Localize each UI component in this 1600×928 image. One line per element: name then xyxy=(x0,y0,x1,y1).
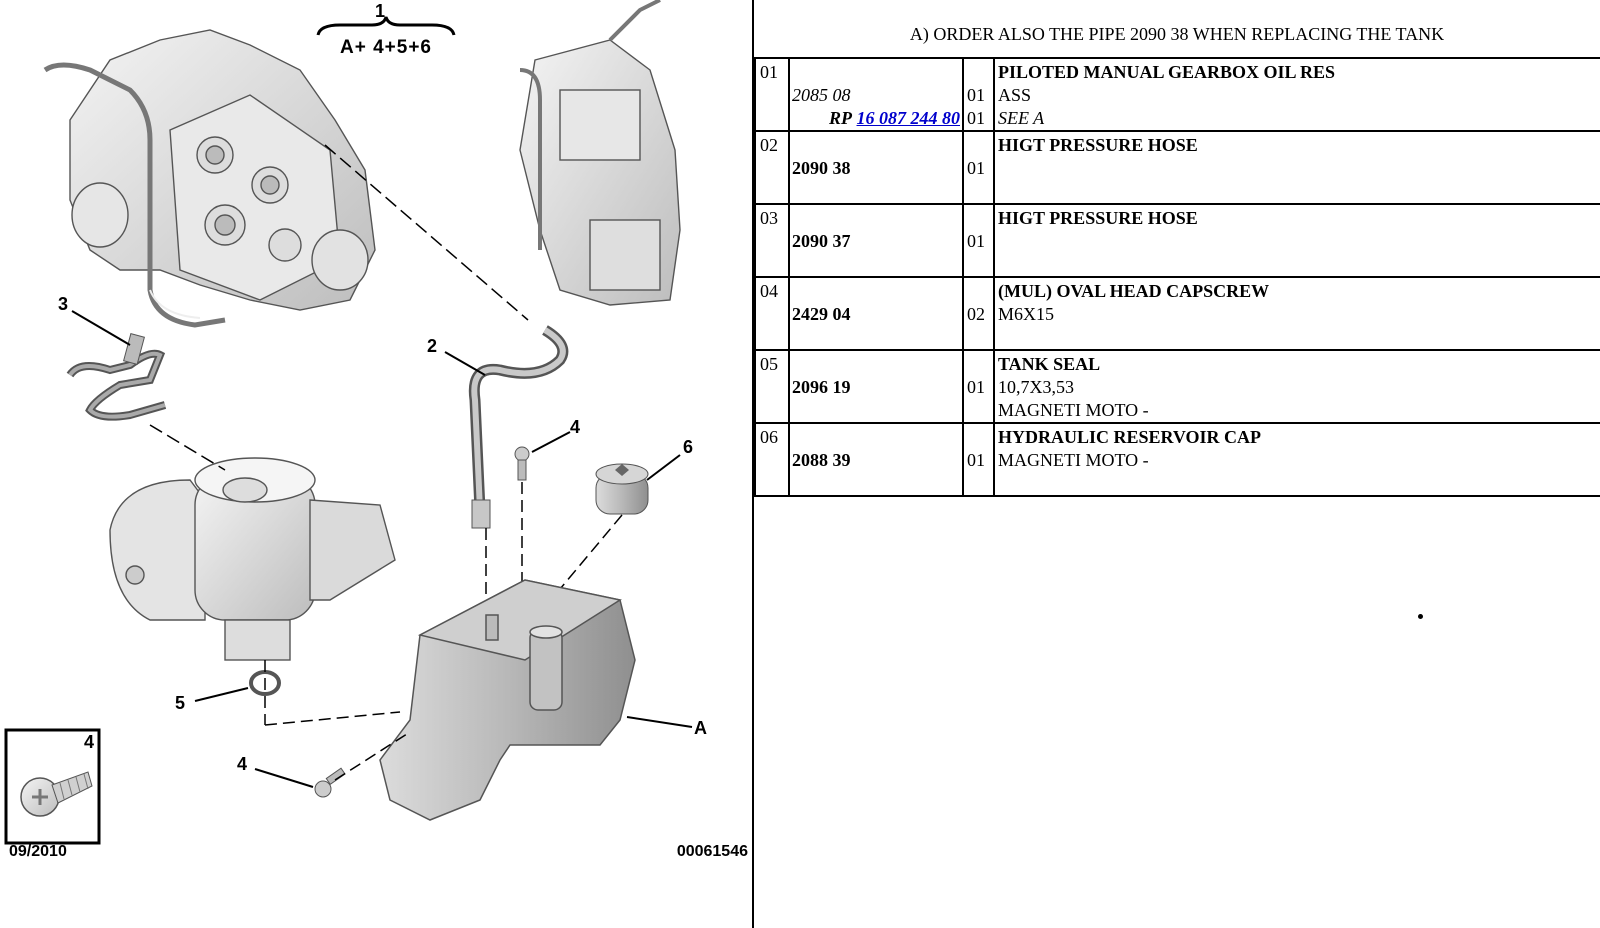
part-title: (MUL) OVAL HEAD CAPSCREW xyxy=(998,281,1270,301)
high-pressure-hose-illustration xyxy=(468,325,569,529)
part-ref: 2429 04 xyxy=(792,304,851,324)
gearbox-actuator-illustration xyxy=(43,29,376,328)
gearbox-actuator-side-illustration xyxy=(519,0,681,306)
reservoir-cap-illustration xyxy=(595,463,649,515)
capscrew-illustration xyxy=(514,446,530,481)
item-number: 01 xyxy=(760,62,778,82)
pipe-fitting-illustration xyxy=(66,333,167,421)
table-row: 05 2096 19 01 TANK SEAL 10,7X3,53 MAGNET… xyxy=(754,349,1600,424)
quantity: 01 xyxy=(967,450,985,470)
quantity: 01 xyxy=(967,85,985,105)
callout-5: 5 xyxy=(175,693,185,713)
group-brace xyxy=(316,16,456,36)
replacement-note: A) ORDER ALSO THE PIPE 2090 38 WHEN REPL… xyxy=(909,24,1445,44)
item-number: 03 xyxy=(760,208,778,228)
part-description: 10,7X3,53 xyxy=(998,377,1074,397)
diagram-date: 09/2010 xyxy=(9,843,67,860)
quantity: 01 xyxy=(967,231,985,251)
parts-exploded-diagram: 1 A+ 4+5+6 3 xyxy=(4,0,748,860)
table-row: 06 2088 39 01 HYDRAULIC RESERVOIR CAP MA… xyxy=(754,422,1600,497)
quantity: 01 xyxy=(967,377,985,397)
callout-4-top: 4 xyxy=(570,417,580,437)
item-number: 02 xyxy=(760,135,778,155)
callout-6: 6 xyxy=(683,437,693,457)
part-description-2: MAGNETI MOTO - xyxy=(998,400,1149,420)
table-row: 04 2429 04 02 (MUL) OVAL HEAD CAPSCREW M… xyxy=(754,276,1600,351)
table-row: 02 2090 38 01 HIGT PRESSURE HOSE xyxy=(754,130,1600,205)
diagram-ref-code: 00061546 xyxy=(677,843,748,860)
part-ref: 2090 38 xyxy=(792,158,851,178)
part-title: PILOTED MANUAL GEARBOX OIL RES xyxy=(998,62,1336,82)
part-title: HIGT PRESSURE HOSE xyxy=(998,135,1198,155)
callout-3: 3 xyxy=(58,294,68,314)
part-title: HIGT PRESSURE HOSE xyxy=(998,208,1198,228)
parts-list-panel: A) ORDER ALSO THE PIPE 2090 38 WHEN REPL… xyxy=(754,0,1600,928)
group-formula: A+ 4+5+6 xyxy=(340,37,432,58)
table-row: 01 2085 08 RP 16 087 244 80 01 01 PILOTE… xyxy=(754,57,1600,132)
callout-2: 2 xyxy=(427,336,437,356)
item-number: 06 xyxy=(760,427,778,447)
oil-reservoir-tank-illustration xyxy=(379,579,636,821)
group-number: 1 xyxy=(375,1,385,21)
item-number: 04 xyxy=(760,281,778,301)
part-description: ASS xyxy=(998,85,1032,105)
rp-description: SEE A xyxy=(998,108,1045,128)
rp-number-link[interactable]: 16 087 244 80 xyxy=(856,108,961,128)
part-title: TANK SEAL xyxy=(998,354,1101,374)
table-row: 03 2090 37 01 HIGT PRESSURE HOSE xyxy=(754,203,1600,278)
part-ref: 2090 37 xyxy=(792,231,851,251)
part-description: MAGNETI MOTO - xyxy=(998,450,1149,470)
part-ref: 2085 08 xyxy=(792,85,851,105)
quantity: 01 xyxy=(967,158,985,178)
panel-divider xyxy=(752,0,754,928)
part-ref: 2088 39 xyxy=(792,450,851,470)
part-ref: 2096 19 xyxy=(792,377,851,397)
parts-table: 01 2085 08 RP 16 087 244 80 01 01 PILOTE… xyxy=(754,57,1600,497)
callout-a: A xyxy=(694,718,707,738)
rp-reference: RP 16 087 244 80 xyxy=(828,108,961,128)
part-description: M6X15 xyxy=(998,304,1055,324)
inset-number: 4 xyxy=(84,732,94,752)
item-number: 05 xyxy=(760,354,778,374)
hydraulic-pump-illustration xyxy=(109,457,396,661)
inset-screw-illustration xyxy=(20,771,93,817)
stray-dot xyxy=(1418,614,1423,619)
part-title: HYDRAULIC RESERVOIR CAP xyxy=(998,427,1262,447)
rp-quantity: 01 xyxy=(967,108,985,128)
capscrew-bottom-illustration xyxy=(314,767,346,798)
callout-4-bottom: 4 xyxy=(237,754,247,774)
quantity: 02 xyxy=(967,304,985,324)
